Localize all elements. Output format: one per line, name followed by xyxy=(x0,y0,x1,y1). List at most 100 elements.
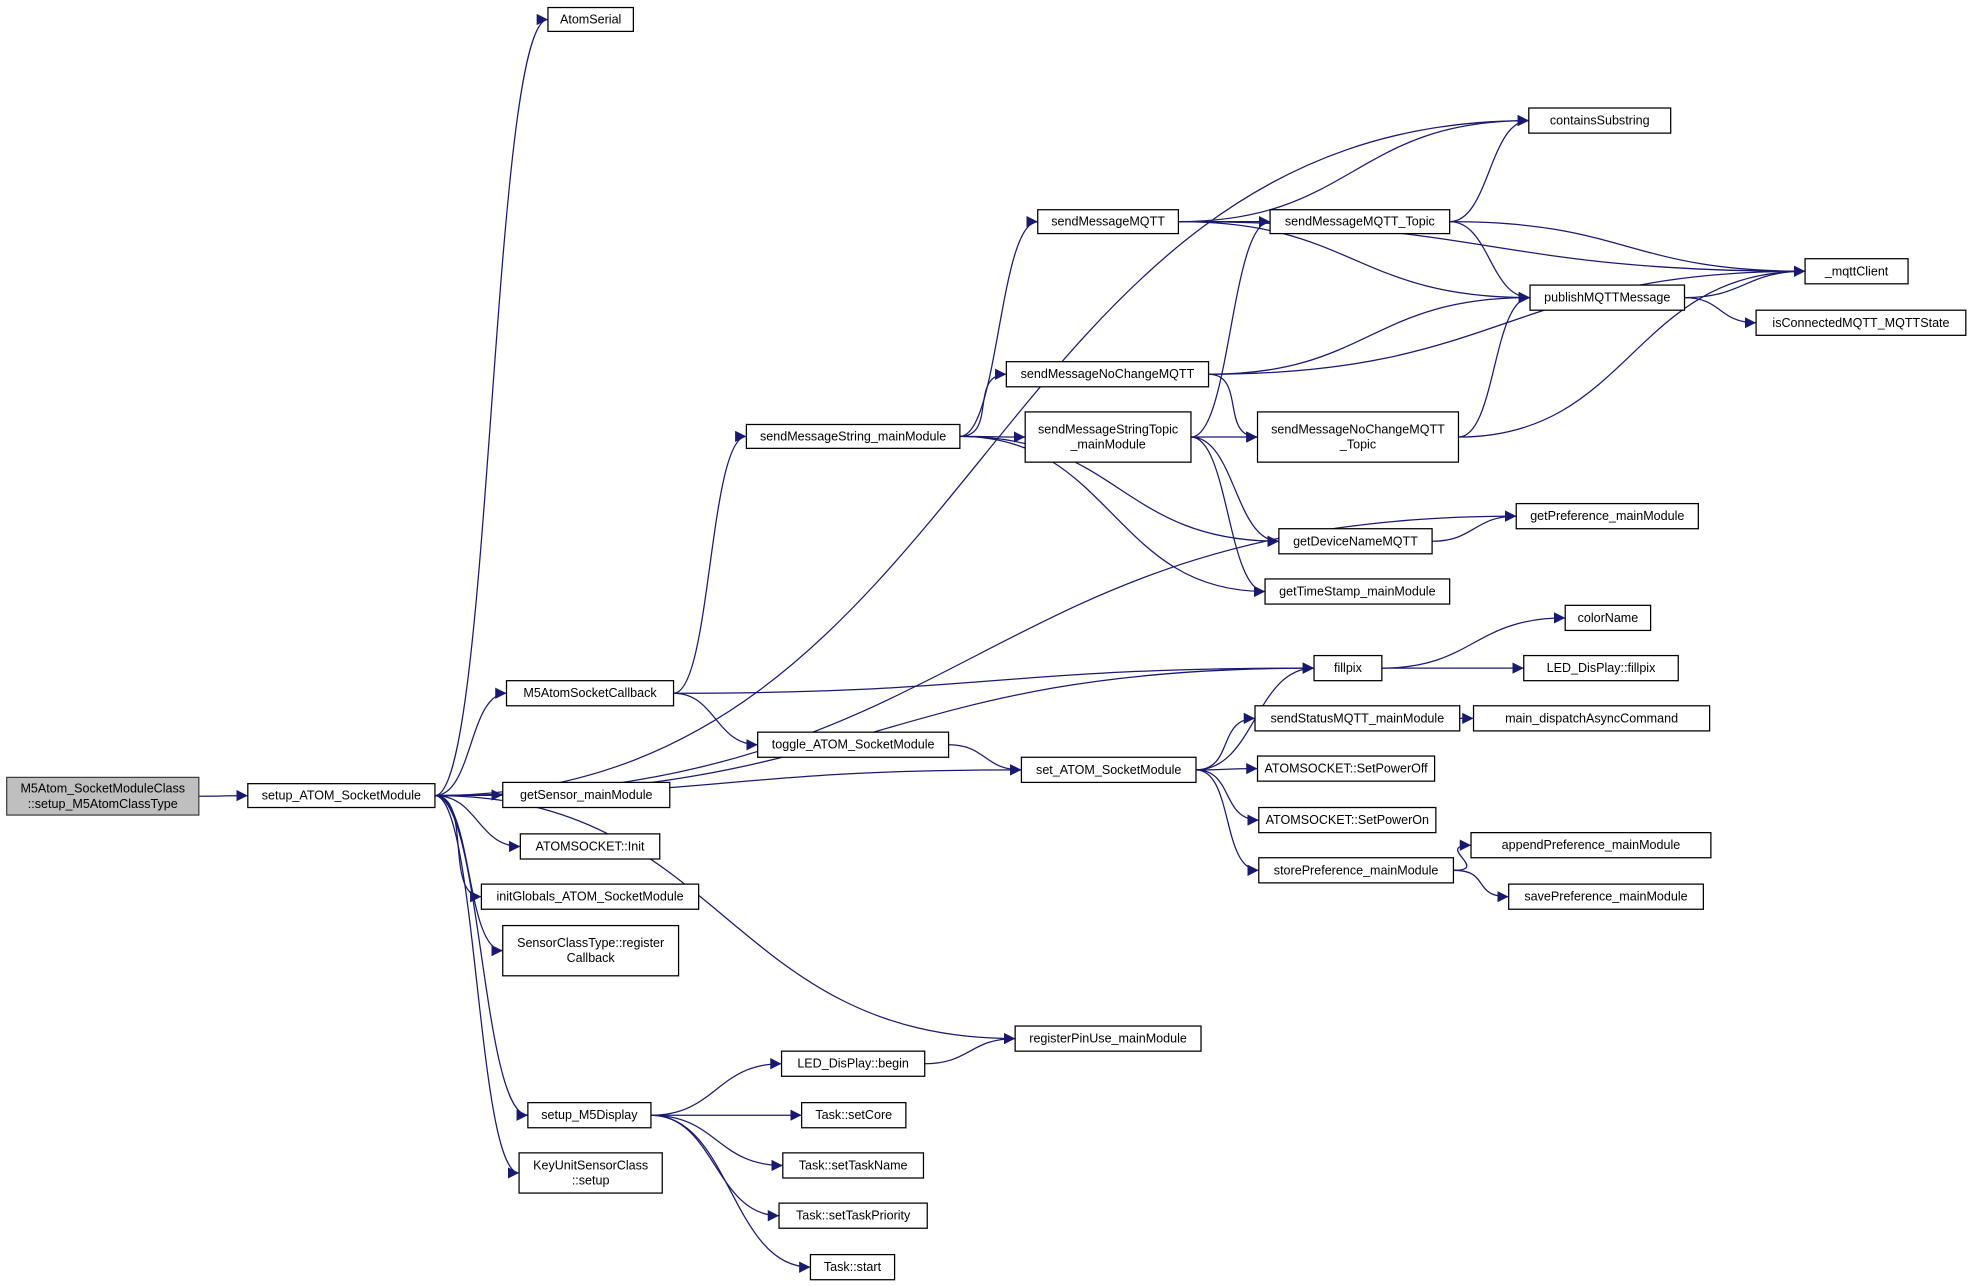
node-label: getTimeStamp_mainModule xyxy=(1279,585,1435,599)
node-label: set_ATOM_SocketModule xyxy=(1036,763,1181,777)
node-setAtom[interactable]: set_ATOM_SocketModule xyxy=(1020,756,1197,784)
node-getDeviceName[interactable]: getDeviceNameMQTT xyxy=(1278,528,1433,555)
node-label: getPreference_mainModule xyxy=(1530,509,1684,523)
node-box xyxy=(527,1102,652,1129)
node-label: Task::setTaskPriority xyxy=(796,1209,911,1223)
node-box xyxy=(502,924,680,977)
node-label: _Topic xyxy=(1339,438,1376,452)
node-powerOn[interactable]: ATOMSOCKET::SetPowerOn xyxy=(1258,806,1437,834)
edge-sendNoChangeTopic-to-publishMQTTMessage xyxy=(1458,292,1531,438)
node-sendStringTopic[interactable]: sendMessageStringTopic_mainModule xyxy=(1024,411,1192,463)
node-box xyxy=(1515,502,1699,530)
edge-callback-to-sendString xyxy=(673,430,747,694)
node-appendPref[interactable]: appendPreference_mainModule xyxy=(1470,832,1712,859)
edge-setupAtom-to-init xyxy=(434,794,521,853)
node-registerPin[interactable]: registerPinUse_mainModule xyxy=(1014,1025,1202,1052)
edge-sendStringTopic-to-sendMessageMQTT_Topic xyxy=(1190,216,1271,438)
edge-sendStringTopic-to-getDeviceName xyxy=(1190,436,1279,547)
node-label: savePreference_mainModule xyxy=(1524,890,1687,904)
edge-sendString-to-getTimeStamp xyxy=(959,435,1266,598)
node-box xyxy=(778,1202,928,1229)
node-setCore[interactable]: Task::setCore xyxy=(801,1102,907,1129)
node-label: colorName xyxy=(1578,611,1639,625)
node-getSensor[interactable]: getSensor_mainModule xyxy=(502,781,671,809)
node-atomSerial[interactable]: AtomSerial xyxy=(547,6,634,33)
node-sendMessageMQTT_Topic[interactable]: sendMessageMQTT_Topic xyxy=(1269,209,1451,235)
node-box xyxy=(1269,209,1451,235)
node-label: toggle_ATOM_SocketModule xyxy=(772,738,935,752)
node-box xyxy=(1529,284,1686,311)
node-box xyxy=(780,1050,926,1077)
node-sendMessageMQTT[interactable]: sendMessageMQTT xyxy=(1037,209,1180,235)
node-label: ATOMSOCKET::SetPowerOff xyxy=(1264,762,1428,776)
node-colorName[interactable]: colorName xyxy=(1564,604,1652,632)
node-label: isConnectedMQTT_MQTTState xyxy=(1772,316,1949,330)
node-keyUnit[interactable]: KeyUnitSensorClass::setup xyxy=(518,1152,663,1194)
node-label: LED_DisPlay::begin xyxy=(797,1057,909,1071)
node-box xyxy=(1005,361,1210,388)
node-label: Task::setCore xyxy=(815,1108,892,1122)
node-isConnected[interactable]: isConnectedMQTT_MQTTState xyxy=(1755,309,1967,336)
node-sendString[interactable]: sendMessageString_mainModule xyxy=(745,423,961,449)
edge-sendNoChange-to-publishMQTTMessage xyxy=(1208,291,1531,375)
edge-setupAtom-to-containsSubstring xyxy=(434,114,1529,797)
edge-publishMQTTMessage-to-isConnected xyxy=(1684,297,1757,329)
node-label: Task::start xyxy=(824,1260,882,1274)
node-powerOff[interactable]: ATOMSOCKET::SetPowerOff xyxy=(1256,755,1436,782)
node-dispatch[interactable]: main_dispatchAsyncCommand xyxy=(1472,705,1711,732)
node-savePref[interactable]: savePreference_mainModule xyxy=(1508,883,1704,910)
node-box xyxy=(1256,411,1460,463)
node-sendNoChangeTopic[interactable]: sendMessageNoChangeMQTT_Topic xyxy=(1256,411,1460,463)
edge-storePref-to-savePref xyxy=(1453,869,1509,903)
node-label: _mqttClient xyxy=(1824,264,1889,278)
edge-setAtom-to-storePref xyxy=(1195,769,1259,876)
node-label: getDeviceNameMQTT xyxy=(1293,534,1418,548)
node-box xyxy=(1254,705,1461,732)
node-box xyxy=(6,776,200,816)
node-box xyxy=(247,783,436,809)
node-fillpix[interactable]: fillpix xyxy=(1313,654,1383,682)
node-box xyxy=(1024,411,1192,463)
node-box xyxy=(809,1253,896,1281)
node-box xyxy=(1564,604,1652,632)
node-label: SensorClassType::register xyxy=(517,936,664,950)
node-label: ATOMSOCKET::SetPowerOn xyxy=(1266,813,1429,827)
edge-sendMessageMQTT-to-publishMQTTMessage xyxy=(1178,221,1531,304)
edge-setupAtom-to-keyUnit xyxy=(434,794,520,1179)
node-box xyxy=(1278,528,1433,555)
node-callback[interactable]: M5AtomSocketCallback xyxy=(505,680,675,707)
node-getTimeStamp[interactable]: getTimeStamp_mainModule xyxy=(1264,578,1451,605)
edge-getDeviceName-to-getPreference xyxy=(1432,510,1517,542)
node-setupAtom[interactable]: setup_ATOM_SocketModule xyxy=(247,783,436,809)
node-mqttClient[interactable]: _mqttClient xyxy=(1804,258,1909,285)
node-sendNoChange[interactable]: sendMessageNoChangeMQTT xyxy=(1005,361,1210,388)
node-sendStatus[interactable]: sendStatusMQTT_mainModule xyxy=(1254,705,1461,732)
edge-sendNoChange-to-sendNoChangeTopic xyxy=(1208,373,1258,443)
node-box xyxy=(505,680,675,707)
edge-publishMQTTMessage-to-mqttClient xyxy=(1684,265,1806,299)
node-taskStart[interactable]: Task::start xyxy=(809,1253,896,1281)
node-getPreference[interactable]: getPreference_mainModule xyxy=(1515,502,1699,530)
edge-setAtom-to-sendStatus xyxy=(1195,712,1256,771)
node-publishMQTTMessage[interactable]: publishMQTTMessage xyxy=(1529,284,1686,311)
node-containsSubstring[interactable]: containsSubstring xyxy=(1528,107,1672,134)
node-ledFillpix[interactable]: LED_DisPlay::fillpix xyxy=(1523,654,1679,682)
node-toggle[interactable]: toggle_ATOM_SocketModule xyxy=(757,731,950,758)
node-initGlobals[interactable]: initGlobals_ATOM_SocketModule xyxy=(480,883,700,910)
node-box xyxy=(1020,756,1197,784)
node-label: containsSubstring xyxy=(1550,114,1650,128)
node-box xyxy=(782,1152,925,1179)
edge-sendNoChangeTopic-to-mqttClient xyxy=(1458,265,1806,438)
node-setTaskPriority[interactable]: Task::setTaskPriority xyxy=(778,1202,928,1229)
node-label: appendPreference_mainModule xyxy=(1502,838,1681,852)
node-init[interactable]: ATOMSOCKET::Init xyxy=(519,833,661,860)
node-label: Task::setTaskName xyxy=(799,1158,908,1172)
node-storePref[interactable]: storePreference_mainModule xyxy=(1258,857,1455,884)
node-label: sendMessageMQTT xyxy=(1051,215,1165,229)
node-setupDisplay[interactable]: setup_M5Display xyxy=(527,1102,652,1129)
node-setTaskName[interactable]: Task::setTaskName xyxy=(782,1152,925,1179)
node-ledBegin[interactable]: LED_DisPlay::begin xyxy=(780,1050,926,1077)
node-label: sendMessageString_mainModule xyxy=(760,429,946,443)
edges xyxy=(198,13,1806,1273)
